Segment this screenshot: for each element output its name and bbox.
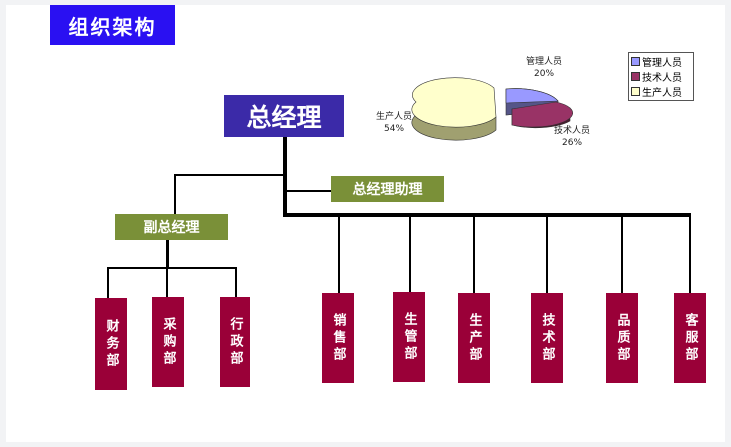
dept-finance: 财务部 bbox=[95, 298, 127, 390]
pie-label-pct: 20% bbox=[534, 69, 555, 79]
pie-label-text: 技术人员 bbox=[554, 126, 591, 136]
vp-drop-line bbox=[174, 174, 176, 214]
legend-label: 管理人员 bbox=[642, 58, 682, 69]
pie-legend: 管理人员 技术人员 生产人员 bbox=[628, 52, 694, 101]
deputy-gm-box: 副总经理 bbox=[115, 214, 228, 240]
pie-label-text: 管理人员 bbox=[526, 57, 563, 67]
legend-item: 生产人员 bbox=[631, 84, 691, 99]
dept-admin: 行政部 bbox=[220, 297, 250, 387]
dept-drop-line bbox=[338, 215, 340, 293]
dept-drop-line bbox=[689, 215, 691, 293]
vp-branch-line bbox=[174, 174, 285, 176]
dept-customer-service: 客服部 bbox=[674, 293, 706, 383]
legend-swatch bbox=[631, 57, 640, 66]
vp-trunk-line bbox=[166, 240, 169, 269]
dept-production-control: 生管部 bbox=[393, 292, 425, 382]
gm-assistant-box: 总经理助理 bbox=[331, 176, 444, 202]
legend-item: 管理人员 bbox=[631, 54, 691, 69]
dept-sales: 销售部 bbox=[322, 293, 354, 383]
dept-drop-line bbox=[473, 215, 475, 293]
vp-dept-drop-line bbox=[235, 267, 237, 299]
pie-slice-production bbox=[411, 77, 497, 141]
vp-horizontal-line bbox=[107, 267, 237, 269]
pie-slice-technology bbox=[511, 101, 573, 129]
staff-pie-chart bbox=[411, 77, 573, 141]
dept-drop-line bbox=[546, 215, 548, 293]
vp-dept-drop-line bbox=[107, 267, 109, 299]
dept-technology: 技术部 bbox=[531, 293, 563, 383]
legend-swatch bbox=[631, 87, 640, 96]
pie-label-pct: 26% bbox=[562, 138, 583, 148]
main-horizontal-line bbox=[283, 213, 691, 217]
legend-item: 技术人员 bbox=[631, 69, 691, 84]
dept-drop-line bbox=[621, 215, 623, 293]
pie-label-production: 生产人员 54% bbox=[376, 111, 412, 135]
dept-quality: 品质部 bbox=[606, 293, 638, 383]
legend-label: 技术人员 bbox=[642, 73, 682, 84]
vp-dept-drop-line bbox=[166, 267, 168, 299]
dept-drop-line bbox=[409, 215, 411, 293]
pie-label-technology: 技术人员 26% bbox=[554, 125, 590, 149]
legend-swatch bbox=[631, 72, 640, 81]
general-manager-box: 总经理 bbox=[224, 95, 344, 137]
dept-production: 生产部 bbox=[458, 293, 490, 383]
pie-label-management: 管理人员 20% bbox=[526, 56, 562, 80]
assistant-line bbox=[285, 190, 331, 192]
pie-label-pct: 54% bbox=[384, 124, 405, 134]
dept-purchasing: 采购部 bbox=[152, 297, 184, 387]
legend-label: 生产人员 bbox=[642, 88, 682, 99]
org-chart-canvas: 组织架构 总经理 总经理助理 副总经理 财务部 采购部 行政部 销售部 生管部 … bbox=[6, 5, 725, 442]
trunk-line bbox=[283, 137, 287, 217]
chart-title: 组织架构 bbox=[50, 5, 175, 45]
pie-label-text: 生产人员 bbox=[376, 112, 413, 122]
